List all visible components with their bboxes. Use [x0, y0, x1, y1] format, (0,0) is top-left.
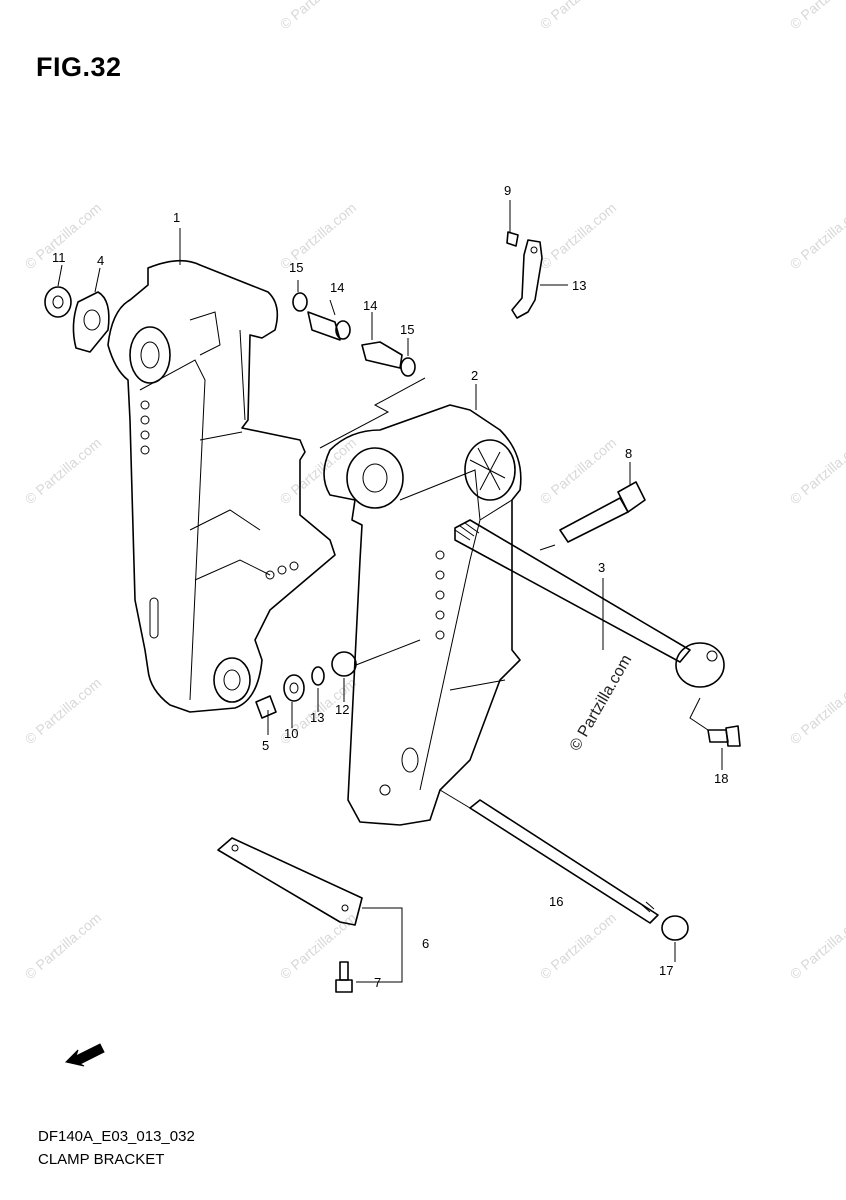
watermark: © Partzilla.com	[277, 434, 360, 507]
watermark: © Partzilla.com	[22, 434, 105, 507]
callout-12: 12	[335, 702, 349, 717]
callout-3: 3	[598, 560, 605, 575]
callout-4: 4	[97, 253, 104, 268]
watermark: © Partzilla.com	[787, 199, 846, 272]
front-direction-arrow-icon	[65, 1043, 105, 1067]
callout-13: 13	[310, 710, 324, 725]
bushing-and-washers	[255, 651, 357, 719]
watermark: © Partzilla.com	[787, 0, 846, 32]
leader-lines	[57, 200, 723, 983]
callout-9: 9	[504, 183, 511, 198]
clamp-bracket-starboard	[323, 404, 522, 826]
callout-11: 11	[52, 250, 66, 265]
callout-15-lower: 15	[400, 322, 414, 337]
callout-18: 18	[714, 771, 728, 786]
bolts-and-washers-upper	[292, 292, 416, 377]
figure-title: FIG.32	[36, 52, 122, 82]
callout-14-lower: 14	[363, 298, 377, 313]
callout-10: 10	[284, 726, 298, 741]
watermark: © Partzilla.com	[537, 0, 620, 32]
callout-5: 5	[262, 738, 269, 753]
watermark: © Partzilla.com	[277, 909, 360, 982]
callout-8: 8	[625, 446, 632, 461]
watermark: © Partzilla.com	[787, 434, 846, 507]
tilt-bolt	[559, 481, 646, 543]
watermark-layer: © Partzilla.com © Partzilla.com © Partzi…	[22, 0, 846, 982]
watermark: © Partzilla.com	[537, 434, 620, 507]
callout-17: 17	[659, 963, 673, 978]
callout-6: 6	[422, 936, 429, 951]
watermark: © Partzilla.com	[22, 674, 105, 747]
tilt-shaft	[469, 799, 689, 941]
callout-14: 14	[330, 280, 344, 295]
small-bolt	[707, 725, 741, 747]
callout-1: 1	[173, 210, 180, 225]
callout-13-clip: 13	[572, 278, 586, 293]
watermark: © Partzilla.com	[22, 909, 105, 982]
watermark: © Partzilla.com	[537, 909, 620, 982]
reinforcement-plate	[217, 837, 363, 993]
watermark: © Partzilla.com	[537, 199, 620, 272]
watermark: © Partzilla.com	[787, 674, 846, 747]
watermark: © Partzilla.com	[787, 909, 846, 982]
gasket-and-nut	[44, 286, 110, 353]
callout-2: 2	[471, 368, 478, 383]
callout-16: 16	[549, 894, 563, 909]
watermark: © Partzilla.com	[277, 0, 360, 32]
callout-7: 7	[374, 975, 381, 990]
callouts: 1 2 3 4 5 6 7 8 9 10 11 12 13 13 14 14 1…	[52, 183, 728, 990]
tilt-tube	[454, 519, 725, 688]
clamp-bracket-port	[107, 259, 336, 713]
drawing-code: DF140A_E03_013_032	[38, 1128, 195, 1145]
figure-caption: CLAMP BRACKET	[38, 1151, 165, 1168]
callout-15: 15	[289, 260, 303, 275]
watermark-stamp: © Partzilla.com	[567, 652, 636, 754]
cable-clip	[506, 231, 543, 319]
